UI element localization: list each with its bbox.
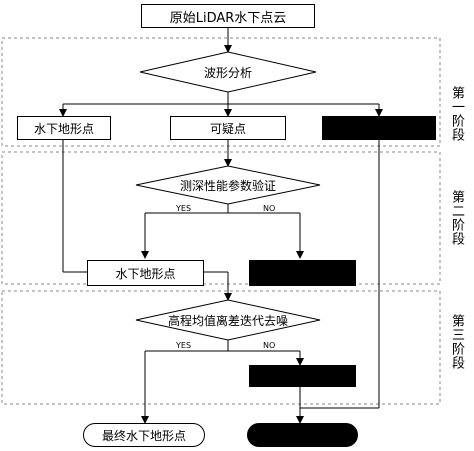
suspicious-node: 可疑点 — [170, 116, 286, 140]
iterative-denoise-label: 高程均值离差迭代去噪 — [167, 314, 288, 328]
waveform-analysis-label: 波形分析 — [203, 66, 252, 80]
noise-node-2 — [249, 260, 356, 286]
stage3-label: 第三阶段 — [449, 314, 464, 370]
sounding-verification-label: 测深性能参数验证 — [179, 179, 276, 193]
source-node: 原始LiDAR水下点云 — [141, 4, 315, 28]
stage2-label: 第二阶段 — [449, 190, 464, 246]
final-noise-node — [247, 423, 358, 447]
stage2-yes-label: YES — [176, 204, 192, 213]
stage3-frame — [1, 290, 441, 405]
stage3-no-label: NO — [263, 341, 276, 350]
underwater-terrain-node-2: 水下地形点 — [87, 260, 204, 286]
stage1-label: 第一阶段 — [449, 86, 464, 142]
stage1-frame — [1, 37, 441, 147]
stage3-yes-label: YES — [176, 341, 192, 350]
noise-node-3 — [249, 365, 356, 387]
noise-node-1 — [322, 116, 436, 140]
underwater-terrain-node-1: 水下地形点 — [17, 116, 111, 140]
stage2-no-label: NO — [263, 204, 276, 213]
stage2-frame — [1, 151, 441, 285]
final-terrain-node: 最终水下地形点 — [83, 423, 205, 447]
